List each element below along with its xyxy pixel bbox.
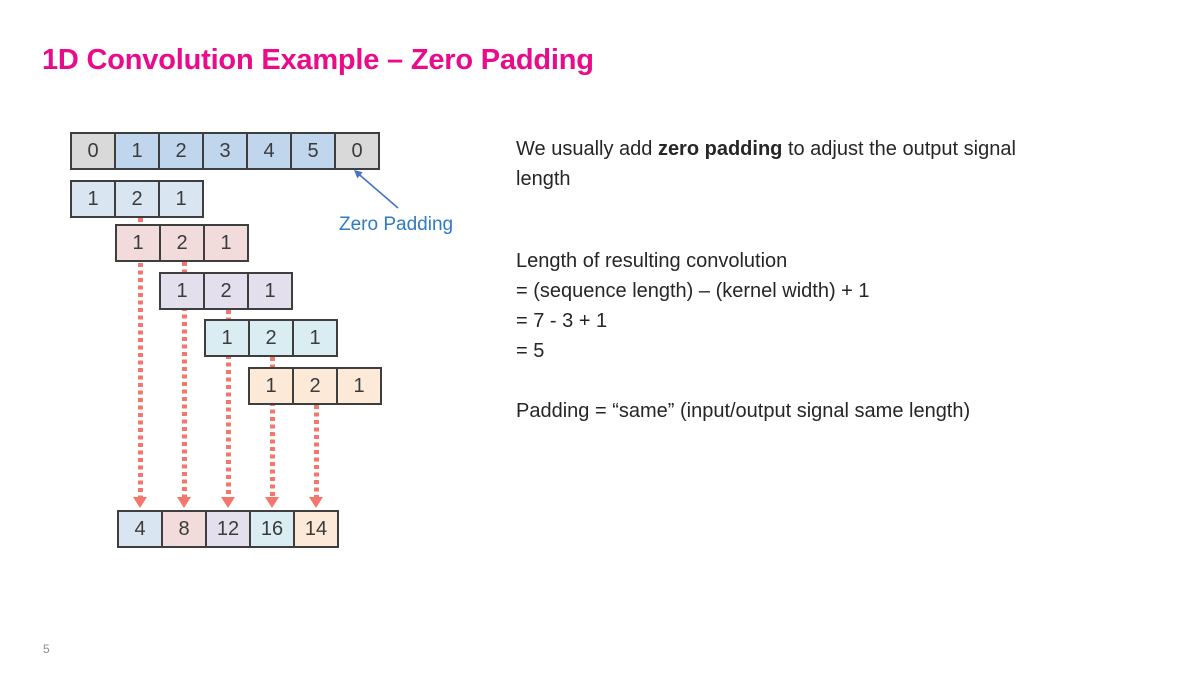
input-cell: 4 (246, 132, 292, 170)
formula-line: = 7 - 3 + 1 (516, 310, 608, 332)
input-cell: 3 (202, 132, 248, 170)
zero-padding-label: Zero Padding (339, 214, 454, 235)
kernel-cell: 2 (248, 319, 294, 357)
input-signal-row: 0 1 2 3 4 5 0 (70, 132, 380, 170)
output-cell: 14 (293, 510, 339, 548)
kernel-row-5: 1 2 1 (248, 367, 382, 405)
kernel-cell: 2 (203, 272, 249, 310)
kernel-cell: 2 (159, 224, 205, 262)
formula-line: = 5 (516, 340, 545, 362)
paragraph-padding-same: Padding = “same” (input/output signal sa… (516, 400, 971, 422)
conv-arrow-4 (265, 357, 279, 508)
kernel-cell: 1 (203, 224, 249, 262)
kernel-cell: 1 (336, 367, 382, 405)
kernel-cell: 1 (159, 272, 205, 310)
kernel-cell: 1 (248, 367, 294, 405)
kernel-cell: 1 (115, 224, 161, 262)
output-cell: 8 (161, 510, 207, 548)
input-cell: 2 (158, 132, 204, 170)
conv-arrow-1 (133, 218, 147, 508)
conv-arrow-5 (309, 405, 323, 508)
paragraph-zero-padding: We usually add zero padding to adjust th… (516, 134, 1068, 194)
output-cell: 4 (117, 510, 163, 548)
input-cell-zero-pad: 0 (334, 132, 380, 170)
slide-title: 1D Convolution Example – Zero Padding (42, 44, 594, 76)
output-signal-row: 4 8 12 16 14 (117, 510, 339, 548)
kernel-row-3: 1 2 1 (159, 272, 293, 310)
formula-line: = (sequence length) – (kernel width) + 1 (516, 280, 870, 302)
conv-arrow-2 (177, 262, 191, 508)
kernel-cell: 1 (158, 180, 204, 218)
input-cell: 1 (114, 132, 160, 170)
output-cell: 12 (205, 510, 251, 548)
kernel-row-1: 1 2 1 (70, 180, 204, 218)
kernel-row-4: 1 2 1 (204, 319, 338, 357)
page-number: 5 (43, 642, 50, 656)
kernel-cell: 2 (114, 180, 160, 218)
kernel-cell: 1 (247, 272, 293, 310)
paragraph-bold-text: zero padding (657, 138, 783, 160)
zero-padding-callout-arrow-icon (354, 170, 399, 209)
conv-arrow-3 (221, 310, 235, 508)
formula-line: Length of resulting convolution (516, 250, 788, 272)
kernel-cell: 1 (70, 180, 116, 218)
output-cell: 16 (249, 510, 295, 548)
kernel-cell: 1 (292, 319, 338, 357)
paragraph-text: to adjust the output signal length (516, 138, 1016, 190)
kernel-row-2: 1 2 1 (115, 224, 249, 262)
paragraph-length-formula: Length of resulting convolution = (seque… (516, 246, 870, 366)
input-cell: 0 (70, 132, 116, 170)
kernel-cell: 1 (204, 319, 250, 357)
paragraph-text: We usually add (516, 138, 658, 160)
kernel-cell: 2 (292, 367, 338, 405)
input-cell: 5 (290, 132, 336, 170)
